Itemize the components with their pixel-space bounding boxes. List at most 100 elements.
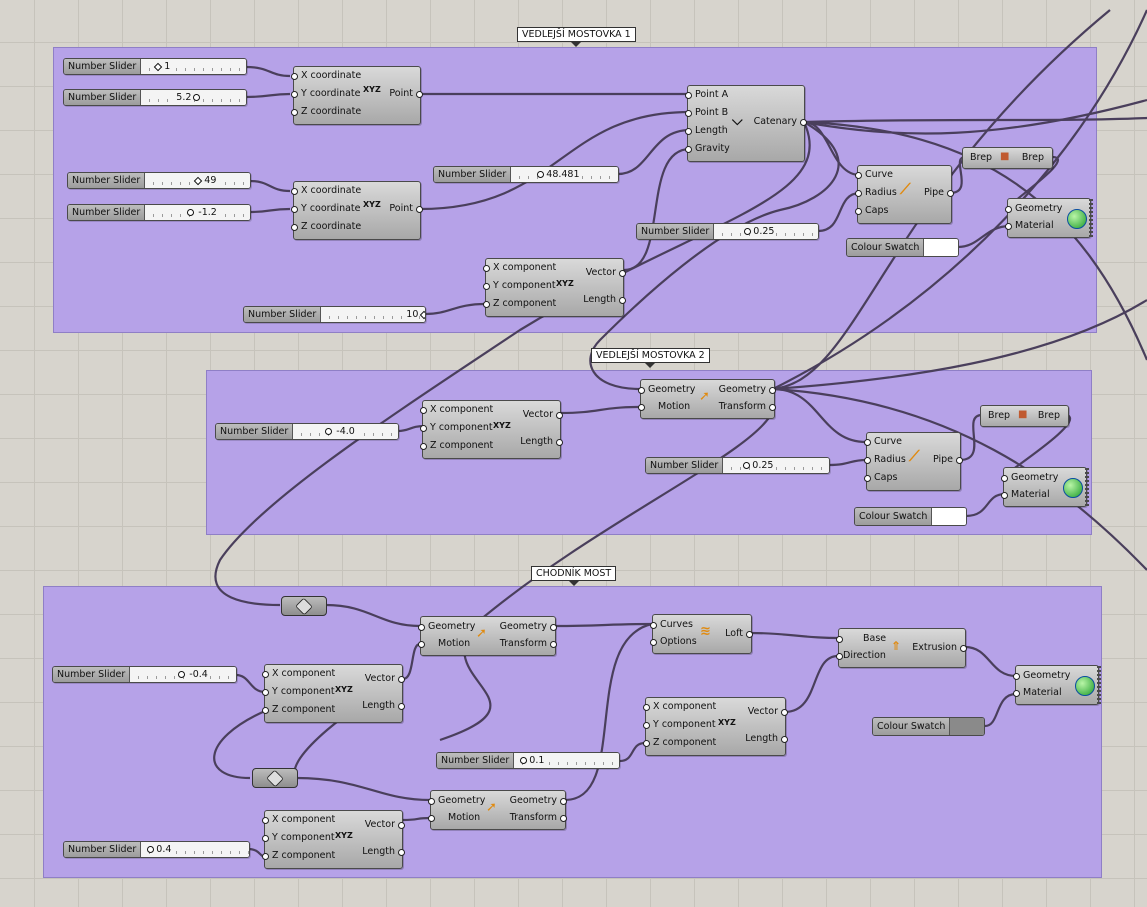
- input-caps[interactable]: Caps: [855, 205, 888, 217]
- input-x-component[interactable]: X component: [643, 701, 716, 713]
- input-curve[interactable]: Curve: [855, 169, 893, 181]
- input-y-component[interactable]: Y component: [420, 422, 493, 434]
- output-brep[interactable]: Brep: [1038, 410, 1060, 422]
- custom-preview-component[interactable]: Geometry Material: [1001, 467, 1089, 507]
- input-grip[interactable]: [643, 722, 650, 729]
- input-grip[interactable]: [650, 639, 657, 646]
- colour-swatch[interactable]: Colour Swatch: [854, 507, 967, 526]
- number-slider[interactable]: Number Slider -1.2: [67, 204, 251, 221]
- input-grip[interactable]: [262, 671, 269, 678]
- input-material[interactable]: Material: [1013, 687, 1062, 699]
- slider-handle[interactable]: [154, 62, 163, 72]
- slider-handle[interactable]: [187, 209, 195, 216]
- input-motion[interactable]: Motion: [418, 638, 470, 650]
- input-grip[interactable]: [836, 653, 843, 660]
- slider-handle[interactable]: [520, 757, 528, 764]
- input-y-component[interactable]: Y component: [483, 280, 556, 292]
- output-grip[interactable]: [416, 206, 423, 213]
- construct-point-component[interactable]: X coordinate Y coordinate Z coordinate X…: [291, 66, 423, 125]
- input-x-component[interactable]: X component: [262, 668, 335, 680]
- slider-handle[interactable]: [325, 428, 333, 435]
- move-component[interactable]: Geometry Motion ➚ Geometry Transform: [428, 790, 567, 830]
- slider-handle[interactable]: [178, 671, 186, 678]
- slider-handle[interactable]: [147, 846, 155, 853]
- input-gravity[interactable]: Gravity: [685, 143, 730, 155]
- number-slider[interactable]: Number Slider 0.25: [636, 223, 819, 240]
- output-grip[interactable]: [619, 297, 626, 304]
- slider-track[interactable]: 10: [321, 307, 425, 322]
- input-grip[interactable]: [855, 172, 862, 179]
- input-grip[interactable]: [291, 224, 298, 231]
- input-radius[interactable]: Radius: [855, 187, 897, 199]
- input-grip[interactable]: [262, 853, 269, 860]
- slider-handle[interactable]: [193, 94, 201, 101]
- custom-preview-component[interactable]: Geometry Material: [1005, 198, 1093, 238]
- output-grip[interactable]: [550, 624, 557, 631]
- input-grip[interactable]: [1001, 492, 1008, 499]
- input-grip[interactable]: [643, 740, 650, 747]
- output-length[interactable]: Length: [362, 700, 405, 712]
- output-grip[interactable]: [769, 404, 776, 411]
- slider-handle[interactable]: [420, 310, 425, 320]
- group-title-mostovka-2[interactable]: VEDLEJŠÍ MOSTOVKA 2: [591, 348, 710, 368]
- input-geometry[interactable]: Geometry: [1001, 472, 1058, 484]
- input-brep[interactable]: Brep: [988, 410, 1010, 422]
- input-x-component[interactable]: X component: [262, 814, 335, 826]
- pipe-component[interactable]: Curve Radius Caps ⟋ Pipe: [864, 432, 963, 491]
- brep-param[interactable]: Brep ■ Brep: [962, 147, 1053, 169]
- output-grip[interactable]: [769, 387, 776, 394]
- input-grip[interactable]: [262, 689, 269, 696]
- output-grip[interactable]: [416, 91, 423, 98]
- vector-xyz-component[interactable]: X component Y component Z component XYZ …: [643, 697, 788, 756]
- swatch-color[interactable]: [924, 239, 958, 256]
- input-grip[interactable]: [855, 190, 862, 197]
- vector-xyz-component[interactable]: X component Y component Z component XYZ …: [420, 400, 563, 459]
- input-grip[interactable]: [864, 475, 871, 482]
- input-y-coordinate[interactable]: Y coordinate: [291, 88, 361, 100]
- input-base[interactable]: Base: [836, 633, 886, 645]
- input-grip[interactable]: [420, 443, 427, 450]
- slider-handle[interactable]: [744, 228, 752, 235]
- input-geometry[interactable]: Geometry: [638, 384, 695, 396]
- pipe-component[interactable]: Curve Radius Caps ⟋ Pipe: [855, 165, 954, 224]
- number-slider[interactable]: Number Slider 0.25: [645, 457, 830, 474]
- output-grip[interactable]: [560, 815, 567, 822]
- vector-xyz-component[interactable]: X component Y component Z component XYZ …: [262, 810, 405, 869]
- output-vector[interactable]: Vector: [365, 819, 405, 831]
- input-grip[interactable]: [262, 707, 269, 714]
- input-y-component[interactable]: Y component: [643, 719, 716, 731]
- number-slider[interactable]: Number Slider -0.4: [52, 666, 237, 683]
- catenary-component[interactable]: Point A Point B Length Gravity ⌵ Catenar…: [685, 85, 807, 162]
- input-grip[interactable]: [420, 407, 427, 414]
- input-curves[interactable]: Curves: [650, 619, 693, 631]
- input-grip[interactable]: [855, 208, 862, 215]
- output-grip[interactable]: [947, 190, 954, 197]
- input-geometry[interactable]: Geometry: [1005, 203, 1062, 215]
- slider-track[interactable]: 0.25: [723, 458, 829, 473]
- output-transform[interactable]: Transform: [500, 638, 557, 650]
- input-x-component[interactable]: X component: [420, 404, 493, 416]
- input-grip[interactable]: [291, 109, 298, 116]
- input-grip[interactable]: [262, 835, 269, 842]
- colour-swatch[interactable]: Colour Swatch: [872, 717, 985, 736]
- input-grip[interactable]: [685, 92, 692, 99]
- input-z-coordinate[interactable]: Z coordinate: [291, 106, 361, 118]
- output-brep[interactable]: Brep: [1022, 152, 1044, 164]
- number-slider[interactable]: Number Slider 0.1: [436, 752, 620, 769]
- input-grip[interactable]: [1005, 206, 1012, 213]
- input-grip[interactable]: [685, 128, 692, 135]
- output-point[interactable]: Point: [389, 88, 423, 100]
- input-grip[interactable]: [291, 206, 298, 213]
- brep-param[interactable]: Brep ■ Brep: [980, 405, 1069, 427]
- output-grip[interactable]: [800, 119, 807, 126]
- input-curve[interactable]: Curve: [864, 436, 902, 448]
- output-geometry[interactable]: Geometry: [500, 621, 557, 633]
- output-transform[interactable]: Transform: [510, 812, 567, 824]
- slider-track[interactable]: -0.4: [130, 667, 236, 682]
- group-title-mostovka-1[interactable]: VEDLEJŠÍ MOSTOVKA 1: [517, 27, 636, 47]
- output-grip[interactable]: [556, 412, 563, 419]
- geometry-param[interactable]: [281, 596, 327, 616]
- input-options[interactable]: Options: [650, 636, 697, 648]
- input-grip[interactable]: [428, 798, 435, 805]
- slider-track[interactable]: 5.2: [141, 90, 246, 105]
